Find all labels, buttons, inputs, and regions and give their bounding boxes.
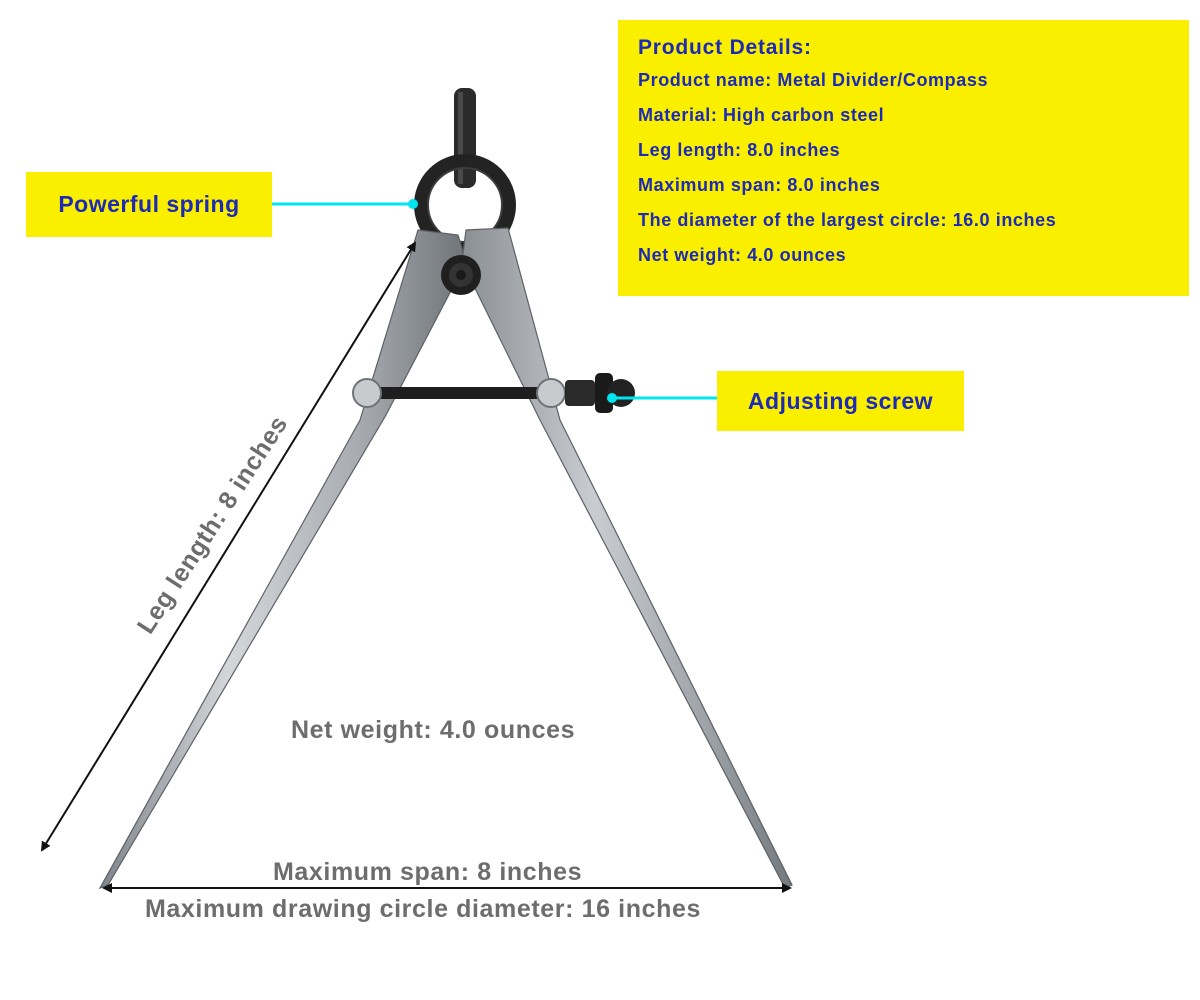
- powerful-spring-label: Powerful spring: [58, 191, 240, 217]
- max-circle-annotation: Maximum drawing circle diameter: 16 inch…: [145, 895, 701, 923]
- max-span-annotation: Maximum span: 8 inches: [273, 858, 583, 886]
- right-leg: [461, 227, 793, 889]
- handle-knob: [454, 88, 476, 188]
- adjusting-screw-label: Adjusting screw: [747, 387, 934, 414]
- detail-material: Material: High carbon steel: [638, 105, 885, 125]
- product-details-title: Product Details:: [638, 36, 812, 59]
- detail-leg-length: Leg length: 8.0 inches: [638, 140, 841, 160]
- powerful-spring-callout: Powerful spring: [26, 172, 272, 237]
- adjusting-screw-callout: Adjusting screw: [717, 371, 964, 431]
- left-leg: [98, 229, 467, 890]
- detail-largest-circle: The diameter of the largest circle: 16.0…: [638, 210, 1057, 230]
- detail-net-weight: Net weight: 4.0 ounces: [638, 245, 847, 265]
- hinge-screw: [441, 255, 481, 295]
- product-details-panel: Product Details: Product name: Metal Div…: [618, 20, 1189, 296]
- detail-product-name: Product name: Metal Divider/Compass: [638, 70, 989, 90]
- detail-max-span: Maximum span: 8.0 inches: [638, 175, 881, 195]
- leg-length-arrow: [40, 241, 417, 852]
- net-weight-annotation: Net weight: 4.0 ounces: [291, 716, 576, 744]
